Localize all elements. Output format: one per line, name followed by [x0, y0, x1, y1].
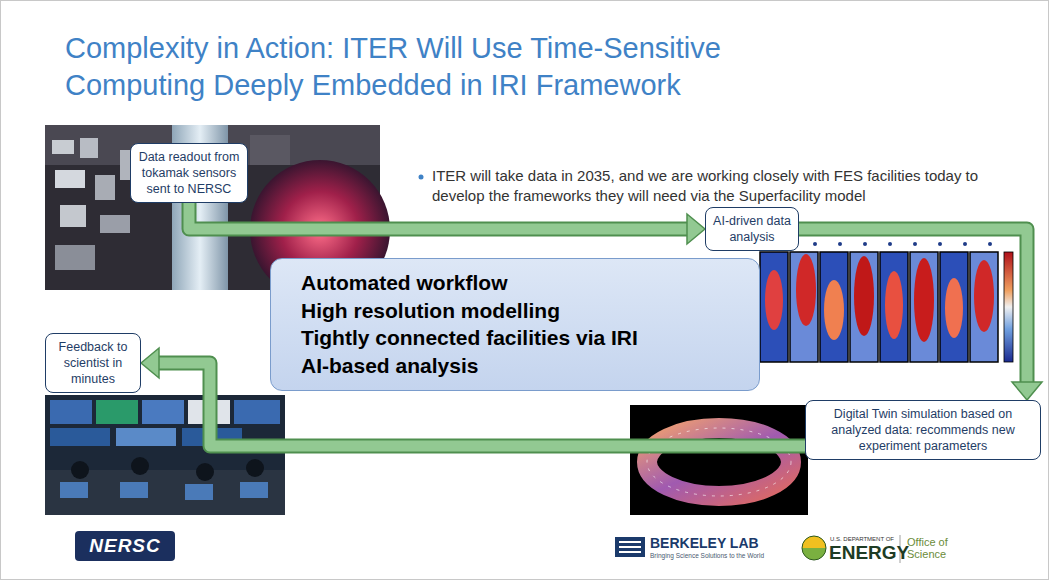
node-text: Automated workflow	[301, 269, 729, 297]
arrow-head	[141, 348, 159, 378]
control-room-photo	[45, 395, 285, 515]
arrow-body	[799, 229, 1027, 384]
berkeley-logo-icon	[615, 537, 645, 557]
node-text: Digital Twin simulation based on analyze…	[812, 406, 1034, 454]
bullet-note: ITER will take data in 2035, and we are …	[432, 166, 1032, 205]
arrow-head	[1012, 382, 1042, 400]
nersc-logo: NERSC	[75, 531, 175, 561]
arrow-body	[189, 203, 689, 229]
callout-box: Feedback to scientist in minutes	[45, 333, 141, 393]
node-text: Tightly connected facilities via IRI	[301, 324, 729, 352]
arrow-outline	[799, 229, 1027, 384]
node-text: Data readout from tokamak sensors sent t…	[137, 149, 241, 197]
office-of-science: Office of Science	[907, 536, 957, 560]
bullet-dot	[419, 175, 424, 180]
arrow-head	[687, 214, 705, 244]
doe-energy: ENERGY	[829, 542, 909, 564]
node-text: AI-driven data analysis	[712, 213, 792, 245]
heatmap-panels	[735, 238, 1020, 378]
berkeley-logo-text: BERKELEY LAB	[650, 535, 759, 551]
callout-box: Digital Twin simulation based on analyze…	[805, 400, 1041, 460]
node-text: High resolution modelling	[301, 297, 729, 325]
callout-box: Data readout from tokamak sensors sent t…	[130, 143, 248, 203]
slide-title: Complexity in Action: ITER Will Use Time…	[65, 30, 835, 103]
doe-emblem	[802, 536, 826, 560]
node-text: AI-based analysis	[301, 352, 729, 380]
berkeley-tagline: Bringing Science Solutions to the World	[650, 552, 764, 559]
doe-department: U.S. DEPARTMENT OF	[830, 536, 894, 542]
callout-box: AI-driven data analysis	[705, 207, 799, 251]
arrow-outline	[189, 203, 689, 229]
flow-arrow	[799, 229, 1042, 400]
flow-arrow	[189, 203, 705, 244]
node-text: Feedback to scientist in minutes	[52, 339, 134, 387]
torus-simulation	[630, 405, 808, 515]
summary-box: Automated workflowHigh resolution modell…	[270, 258, 760, 391]
